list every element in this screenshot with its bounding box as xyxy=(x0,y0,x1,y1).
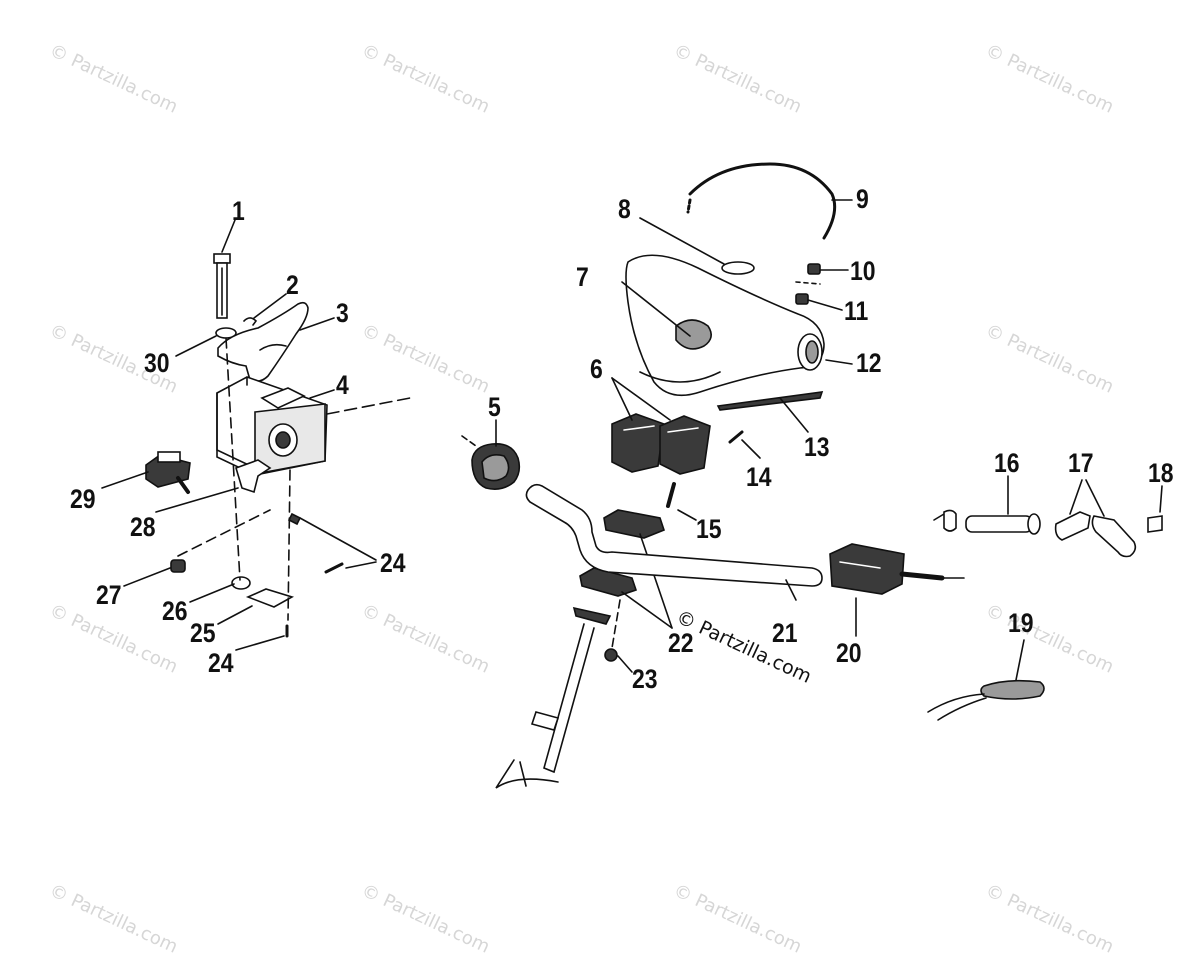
part-25-plate xyxy=(245,588,295,608)
callout-24: 24 xyxy=(208,648,234,678)
part-8-decal xyxy=(721,261,755,275)
callout-24: 24 xyxy=(380,548,406,578)
part-11-nut xyxy=(795,293,809,305)
part-13-strip xyxy=(716,391,824,411)
part-5-ring xyxy=(471,442,521,490)
callout-10: 10 xyxy=(850,256,876,286)
callout-17: 17 xyxy=(1068,448,1094,478)
callout-6: 6 xyxy=(590,354,603,384)
part-18-bolt xyxy=(1147,515,1163,533)
callout-7: 7 xyxy=(576,262,589,292)
callout-16: 16 xyxy=(994,448,1020,478)
part-3-bracket xyxy=(217,301,309,383)
part-17-housing xyxy=(1091,515,1137,558)
callout-21: 21 xyxy=(772,618,798,648)
callout-11: 11 xyxy=(844,296,869,326)
callout-1: 1 xyxy=(232,196,245,226)
callout-28: 28 xyxy=(130,512,156,542)
callout-19: 19 xyxy=(1008,608,1034,638)
callout-5: 5 xyxy=(488,392,501,422)
callout-15: 15 xyxy=(696,514,722,544)
part-24-screw xyxy=(287,512,302,526)
callout-18: 18 xyxy=(1148,458,1174,488)
part-24-screw xyxy=(324,562,344,574)
callout-26: 26 xyxy=(162,596,188,626)
part-10-nut xyxy=(807,263,821,275)
callout-22: 22 xyxy=(668,628,694,658)
part-22-clamp xyxy=(603,509,665,539)
callout-12: 12 xyxy=(856,348,882,378)
part-20-switch-housing xyxy=(829,543,965,595)
callout-9: 9 xyxy=(856,184,869,214)
part-6-clamp-block xyxy=(611,413,711,475)
part-29-switch xyxy=(145,451,191,494)
part-12-pad xyxy=(625,254,825,397)
callout-30: 30 xyxy=(144,348,170,378)
part-1-bolt xyxy=(213,253,231,319)
part-9-cable xyxy=(688,162,837,240)
callout-27: 27 xyxy=(96,580,122,610)
part-19-heater-wire xyxy=(927,679,1045,721)
callout-14: 14 xyxy=(746,462,772,492)
callout-20: 20 xyxy=(836,638,862,668)
callout-29: 29 xyxy=(70,484,96,514)
part-23-nut xyxy=(604,648,618,662)
part-14-screw xyxy=(728,430,744,444)
callout-23: 23 xyxy=(632,664,658,694)
part-4-housing xyxy=(216,376,328,476)
callout-13: 13 xyxy=(804,432,830,462)
callout-3: 3 xyxy=(336,298,349,328)
part-27-nut xyxy=(170,559,186,573)
part-16-grip xyxy=(933,509,1041,535)
part-15-pin xyxy=(666,482,676,508)
part-2-clip xyxy=(243,317,258,326)
part-28-bracket xyxy=(235,459,272,494)
part-26-washer xyxy=(231,576,251,590)
part-17-housing xyxy=(1054,511,1091,541)
part-21-handlebar xyxy=(525,483,823,587)
callout-4: 4 xyxy=(336,370,349,400)
callout-8: 8 xyxy=(618,194,631,224)
callout-2: 2 xyxy=(286,270,299,300)
callout-25: 25 xyxy=(190,618,216,648)
steering-post xyxy=(495,606,612,789)
